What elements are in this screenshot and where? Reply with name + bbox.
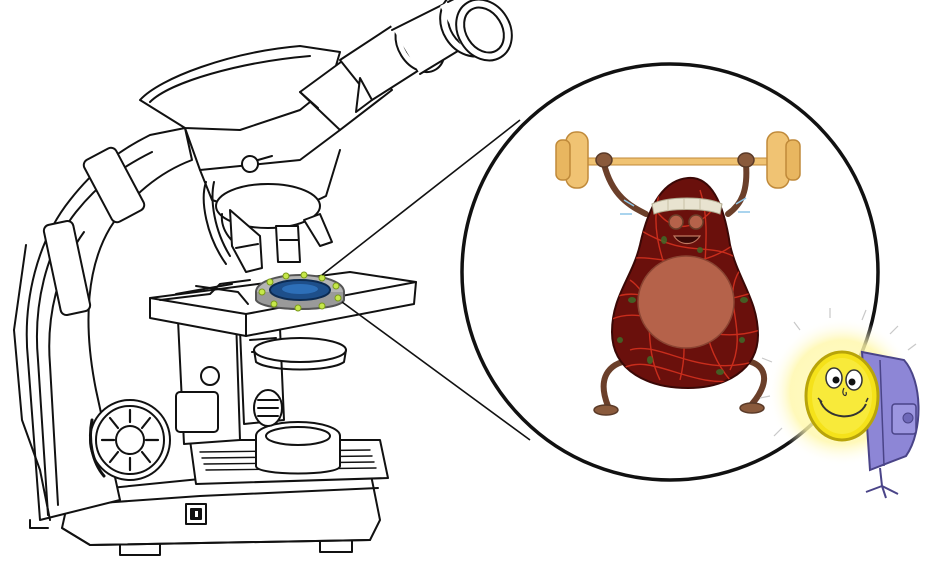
avocado-eye-right — [689, 215, 703, 229]
avocado-eye-left — [669, 215, 683, 229]
microscope-head — [140, 46, 340, 209]
avocado-seed — [638, 256, 734, 348]
focus-knob — [90, 400, 170, 480]
lamp-stand — [866, 468, 898, 498]
stage-column — [176, 318, 284, 444]
microscope — [14, 0, 523, 555]
objectives — [204, 182, 332, 272]
power-switch-icon — [186, 504, 206, 524]
